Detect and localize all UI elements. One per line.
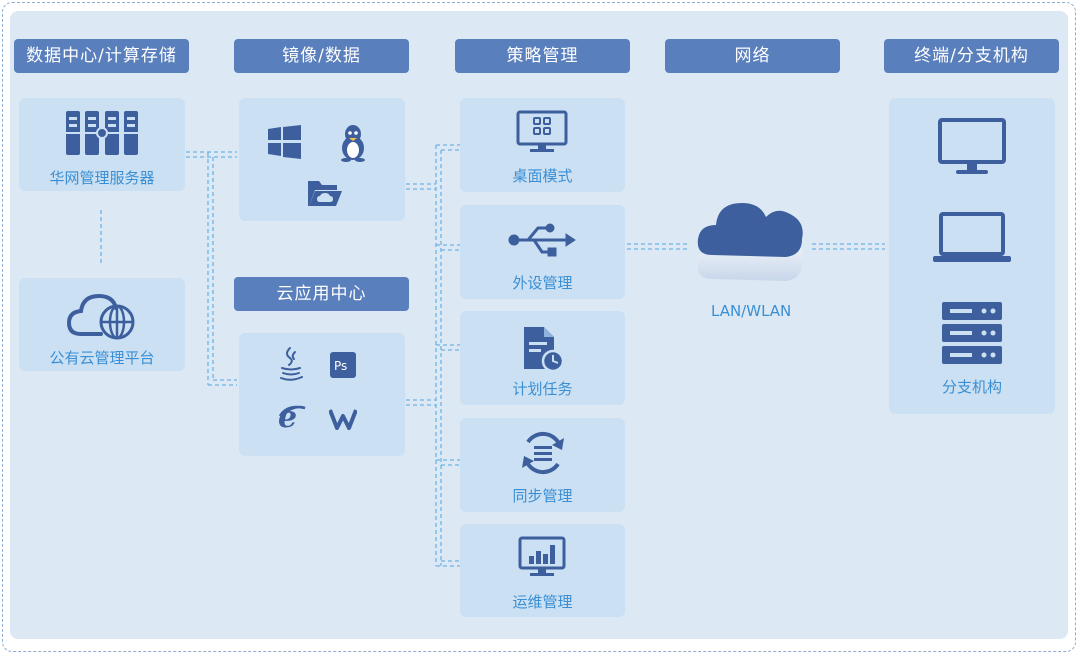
- linux-tux-icon: [341, 125, 365, 162]
- desktop-monitor-icon: [516, 110, 568, 152]
- policy-item-ops: 运维管理: [460, 524, 625, 617]
- header-datacenter: 数据中心/计算存储: [14, 39, 189, 73]
- photoshop-icon: Ps: [330, 352, 356, 378]
- header-policy: 策略管理: [455, 39, 630, 73]
- policy-label: 桌面模式: [512, 167, 573, 185]
- internet-explorer-icon: e: [278, 402, 306, 432]
- sync-icon: [522, 431, 564, 475]
- network-cloud-icon: [697, 203, 803, 281]
- header-image-data: 镜像/数据: [234, 39, 409, 73]
- policy-item-desktop-mode: 桌面模式: [460, 98, 625, 192]
- terminal-node: 分支机构: [889, 98, 1055, 414]
- header-cloud-app-center: 云应用中心: [234, 277, 409, 311]
- branch-label: 分支机构: [941, 378, 1002, 396]
- schedule-document-icon: [524, 327, 564, 373]
- public-cloud-label: 公有云管理平台: [49, 349, 155, 367]
- windows-icon: [268, 125, 301, 159]
- chart-monitor-icon: [518, 536, 566, 576]
- public-cloud-node: 公有云管理平台: [19, 278, 185, 371]
- policy-label: 外设管理: [512, 274, 573, 292]
- policy-label: 计划任务: [512, 380, 573, 398]
- policy-item-scheduled-task: 计划任务: [460, 311, 625, 405]
- policy-item-peripheral: 外设管理: [460, 205, 625, 299]
- policy-item-sync: 同步管理: [460, 418, 625, 512]
- java-icon: [280, 347, 303, 381]
- image-data-node: [239, 98, 405, 221]
- usb-icon: [508, 223, 576, 257]
- policy-label: 同步管理: [512, 487, 573, 505]
- svg-text:Ps: Ps: [334, 359, 347, 373]
- wps-icon: [329, 409, 357, 430]
- server-node: 华网管理服务器: [19, 98, 185, 191]
- network-label: LAN/WLAN: [711, 302, 792, 320]
- laptop-icon: [933, 212, 1011, 262]
- cloud-folder-icon: [308, 181, 342, 206]
- server-rack-icon: [66, 111, 138, 155]
- header-network: 网络: [665, 39, 840, 73]
- desktop-pc-icon: [938, 118, 1006, 174]
- cloud-app-node: Ps e: [239, 333, 405, 456]
- server-label: 华网管理服务器: [49, 169, 155, 187]
- policy-label: 运维管理: [512, 593, 573, 611]
- cloud-globe-icon: [67, 293, 135, 340]
- header-terminal: 终端/分支机构: [884, 39, 1059, 73]
- server-stack-icon: [942, 302, 1002, 364]
